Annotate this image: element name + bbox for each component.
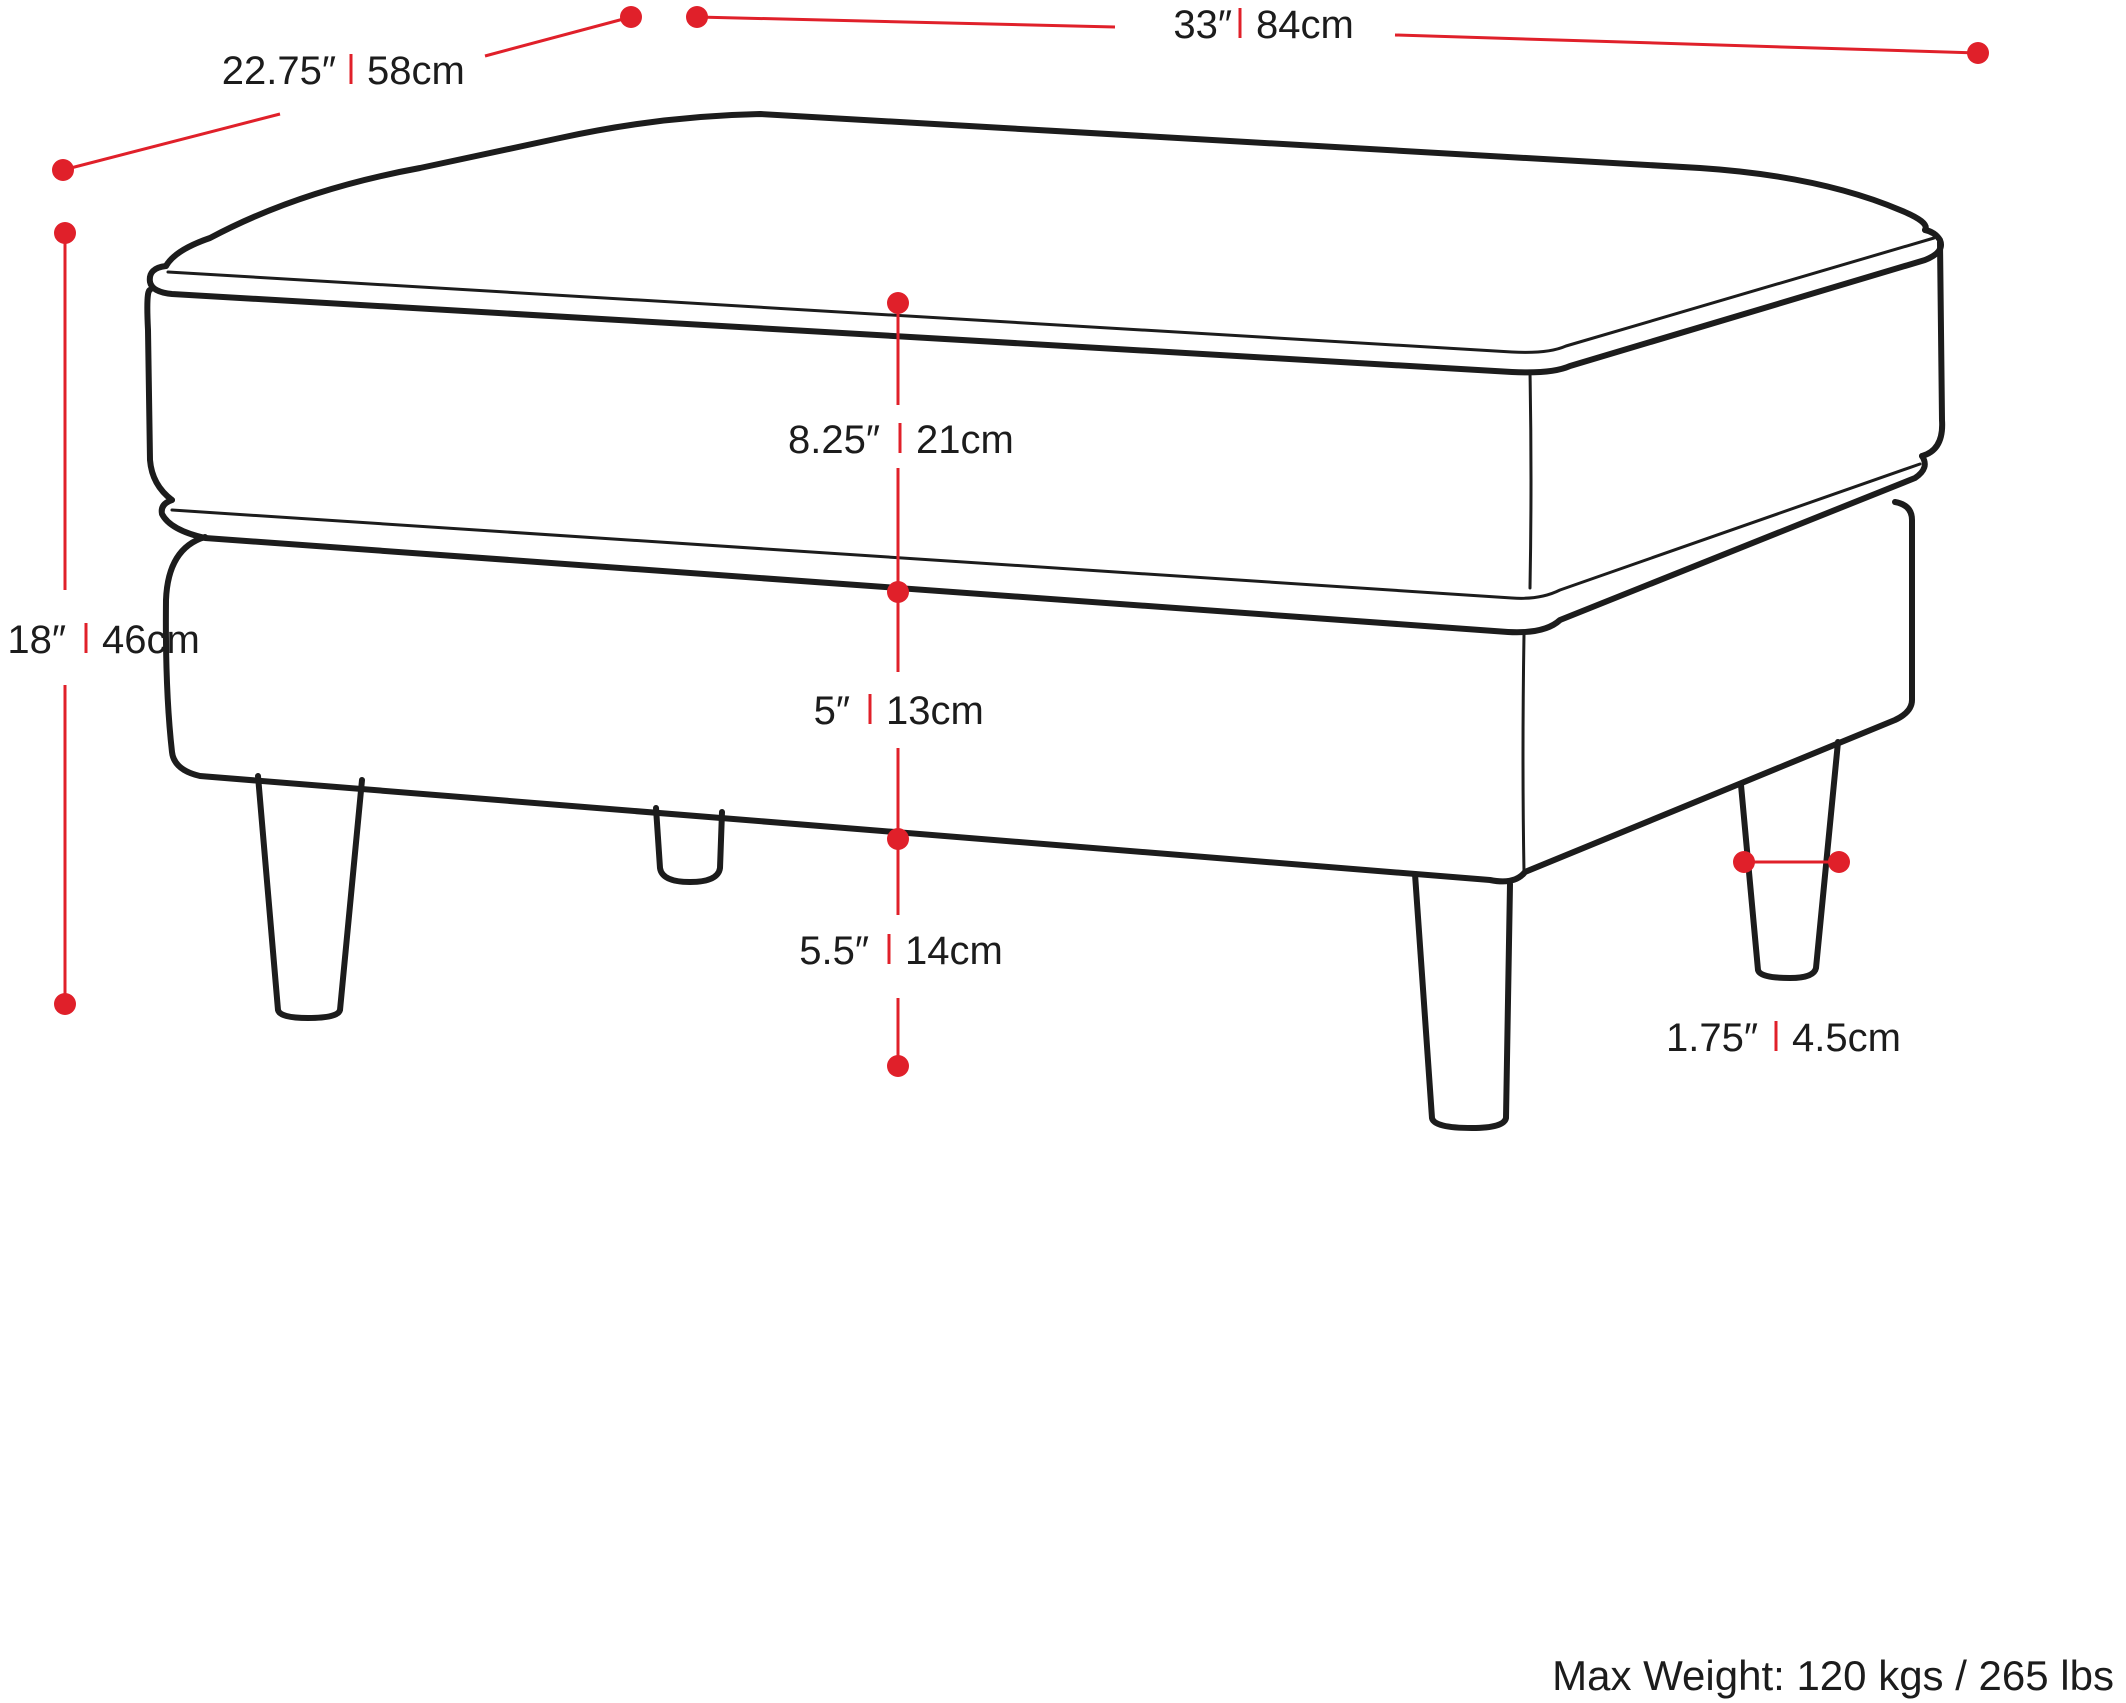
lower-welt: [158, 453, 1928, 636]
depth-label: 22.75″ 58cm: [222, 49, 465, 93]
height-metric: 46cm: [102, 618, 200, 662]
cushion-right-face: [1919, 239, 1946, 459]
ottoman-base: [162, 499, 1915, 885]
cushion-top-dot: [887, 292, 909, 314]
width-imperial: 33″: [1173, 3, 1232, 47]
dimension-markers: [52, 6, 1989, 1077]
cushion-metric: 21cm: [916, 418, 1014, 462]
height-top-dot: [54, 222, 76, 244]
depth-end-dot: [620, 6, 642, 28]
leg-width-imperial: 1.75″: [1666, 1016, 1758, 1060]
leg-bottom-dot: [887, 1055, 909, 1077]
cushion-imperial: 8.25″: [788, 418, 880, 462]
lower-welt-inner: [170, 462, 1922, 600]
depth-metric: 58cm: [367, 49, 465, 93]
leg-height-imperial: 5.5″: [799, 929, 869, 973]
leg-width-label: 1.75″ 4.5cm: [1666, 1016, 1901, 1060]
leg-width-left-dot: [1733, 851, 1755, 873]
cushion-bottom-dot: [887, 581, 909, 603]
width-label: 33″ 84cm: [1173, 3, 1353, 47]
ottoman-illustration: [144, 111, 1946, 1131]
width-end-dot: [1967, 42, 1989, 64]
base-imperial: 5″: [814, 689, 850, 733]
width-metric: 84cm: [1256, 3, 1354, 47]
base-metric: 13cm: [886, 689, 984, 733]
cushion-label: 8.25″ 21cm: [788, 418, 1014, 462]
base-bottom-dot: [887, 828, 909, 850]
leg-front-right: [1412, 871, 1513, 1131]
cushion-corner-seam: [1528, 370, 1533, 590]
cushion-top-welt: [146, 227, 1944, 376]
base-front-corner-seam: [1521, 632, 1526, 874]
width-start-dot: [686, 6, 708, 28]
height-label: 18″ 46cm: [7, 618, 199, 662]
leg-back-right: [1738, 739, 1841, 981]
max-weight-note: Max Weight: 120 kgs / 265 lbs: [1552, 1652, 2114, 1699]
cushion-front-face: [144, 287, 175, 503]
leg-height-metric: 14cm: [905, 929, 1003, 973]
cushion-top-welt-inner: [166, 236, 1936, 354]
leg-width-metric: 4.5cm: [1792, 1016, 1901, 1060]
height-imperial: 18″: [7, 618, 66, 662]
height-bottom-dot: [54, 993, 76, 1015]
base-label: 5″ 13cm: [814, 689, 984, 733]
leg-front-left: [255, 773, 365, 1021]
cushion-top-surface: [163, 111, 1929, 269]
leg-back-left: [653, 805, 725, 885]
depth-imperial: 22.75″: [222, 49, 336, 93]
leg-width-right-dot: [1828, 851, 1850, 873]
depth-start-dot: [52, 159, 74, 181]
leg-height-label: 5.5″ 14cm: [799, 929, 1003, 973]
